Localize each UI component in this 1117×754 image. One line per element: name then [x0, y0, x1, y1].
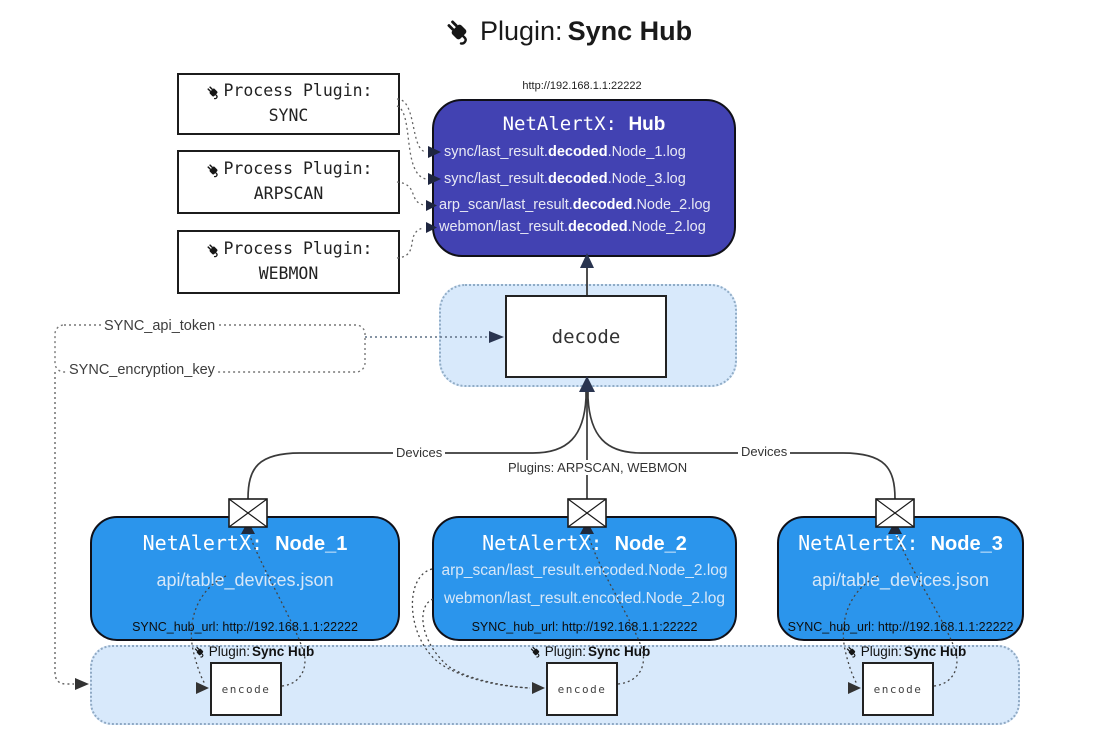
node-3-box: NetAlertX: Node_3 api/table_devices.json…: [777, 516, 1024, 641]
log-bold: decoded: [547, 171, 608, 187]
process-plugin-sync-header: Process Plugin:: [204, 79, 373, 104]
node-title-name: Node_3: [930, 533, 1003, 555]
node-title-name: Node_2: [614, 533, 687, 555]
node-file-line: api/table_devices.json: [811, 570, 990, 590]
node-title: NetAlertX: Node_1: [92, 531, 398, 556]
process-plugin-name: WEBMON: [258, 264, 319, 283]
node-title: NetAlertX: Node_2: [434, 531, 735, 556]
encoder-label-name: Sync Hub: [588, 644, 651, 659]
hub-box: NetAlertX: Hub sync/last_result.decoded.…: [432, 99, 736, 257]
title-bold: Sync Hub: [567, 15, 693, 46]
hub-log-line: arp_scan/last_result.decoded.Node_2.log: [439, 197, 711, 213]
hub-log-line: sync/last_result.decoded.Node_1.log: [444, 144, 686, 160]
encode-box: encode: [210, 662, 282, 716]
decode-box: decode: [505, 295, 667, 378]
node-file-line: api/table_devices.json: [156, 570, 334, 590]
process-plugin-label: Process Plugin:: [223, 159, 373, 179]
log-pre: webmon/last_result.: [439, 219, 568, 235]
node-title-prefix: NetAlertX:: [142, 531, 276, 555]
node-file-line: webmon/last_result.encoded.Node_2.log: [444, 590, 725, 607]
decode-label: decode: [551, 325, 621, 348]
node-title-prefix: NetAlertX:: [482, 531, 615, 555]
log-post: .Node_1.log: [607, 144, 686, 160]
hub-log-line: sync/last_result.decoded.Node_3.log: [444, 171, 686, 187]
encode-box: encode: [546, 662, 618, 716]
hub-title: NetAlertX: Hub: [434, 113, 734, 136]
plug-icon: [204, 241, 222, 259]
plug-icon: [844, 644, 859, 659]
node-1-box: NetAlertX: Node_1 api/table_devices.json…: [90, 516, 400, 641]
plugins-edge-label: Plugins: ARPSCAN, WEBMON: [505, 460, 691, 475]
log-post: .Node_3.log: [607, 171, 686, 187]
node-hub-url: SYNC_hub_url: http://192.168.1.1:22222: [787, 620, 1014, 634]
process-plugin-sync-box: Process Plugin: SYNC: [177, 73, 400, 135]
encoder-label-prefix: Plugin:: [544, 644, 586, 659]
title-text: Plugin:: [480, 15, 563, 46]
sync-api-token-label: SYNC_api_token: [101, 318, 219, 334]
process-plugin-webmon-header: Process Plugin:: [204, 237, 373, 262]
process-plugin-name: SYNC: [268, 106, 309, 125]
encoder-plugin-label: Plugin: Sync Hub: [509, 644, 669, 659]
plugin-to-hub-connectors: [396, 98, 427, 259]
encoder-label-name: Sync Hub: [252, 644, 315, 659]
node-to-decode-curves: [247, 388, 896, 500]
plug-icon: [204, 83, 222, 101]
log-pre: arp_scan/last_result.: [439, 197, 573, 213]
process-plugin-label: Process Plugin:: [223, 239, 373, 259]
process-plugin-name: ARPSCAN: [253, 184, 324, 203]
plug-icon: [192, 644, 207, 659]
log-bold: decoded: [547, 144, 608, 160]
encoder-label-prefix: Plugin:: [208, 644, 250, 659]
encode-label: encode: [221, 682, 271, 696]
node-title: NetAlertX: Node_3: [779, 531, 1022, 556]
node-file-line: arp_scan/last_result.encoded.Node_2.log: [441, 562, 728, 579]
process-plugin-arpscan-header: Process Plugin:: [204, 157, 373, 182]
plug-icon: [204, 161, 222, 179]
process-plugin-webmon-box: Process Plugin: WEBMON: [177, 230, 400, 294]
hub-url-label: http://192.168.1.1:22222: [522, 80, 642, 92]
log-pre: sync/last_result.: [444, 171, 548, 187]
page-title: Plugin: Sync Hub: [441, 14, 692, 48]
encode-label: encode: [873, 682, 923, 696]
process-plugin-arpscan-box: Process Plugin: ARPSCAN: [177, 150, 400, 214]
log-post: .Node_2.log: [627, 219, 706, 235]
log-bold: decoded: [567, 219, 628, 235]
hub-title-prefix: NetAlertX:: [502, 113, 629, 135]
encode-box: encode: [862, 662, 934, 716]
node-2-box: NetAlertX: Node_2 arp_scan/last_result.e…: [432, 516, 737, 641]
log-post: .Node_2.log: [632, 197, 711, 213]
encoder-label-prefix: Plugin:: [860, 644, 902, 659]
devices-edge-label: Devices: [393, 445, 446, 460]
encode-label: encode: [557, 682, 607, 696]
process-plugin-label: Process Plugin:: [223, 81, 373, 101]
log-pre: sync/last_result.: [444, 144, 548, 160]
node-hub-url: SYNC_hub_url: http://192.168.1.1:22222: [471, 620, 698, 634]
sync-encryption-key-label: SYNC_encryption_key: [66, 362, 218, 378]
devices-edge-label: Devices: [738, 444, 791, 459]
hub-log-line: webmon/last_result.decoded.Node_2.log: [439, 219, 706, 235]
encoder-label-name: Sync Hub: [904, 644, 967, 659]
node-hub-url: SYNC_hub_url: http://192.168.1.1:22222: [132, 620, 358, 634]
plug-icon: [441, 14, 475, 48]
node-title-prefix: NetAlertX:: [798, 531, 931, 555]
hub-title-name: Hub: [628, 114, 666, 135]
log-bold: decoded: [572, 197, 633, 213]
node-title-name: Node_1: [275, 533, 348, 555]
encoder-plugin-label: Plugin: Sync Hub: [173, 644, 333, 659]
encoder-plugin-label: Plugin: Sync Hub: [825, 644, 985, 659]
plug-icon: [528, 644, 543, 659]
